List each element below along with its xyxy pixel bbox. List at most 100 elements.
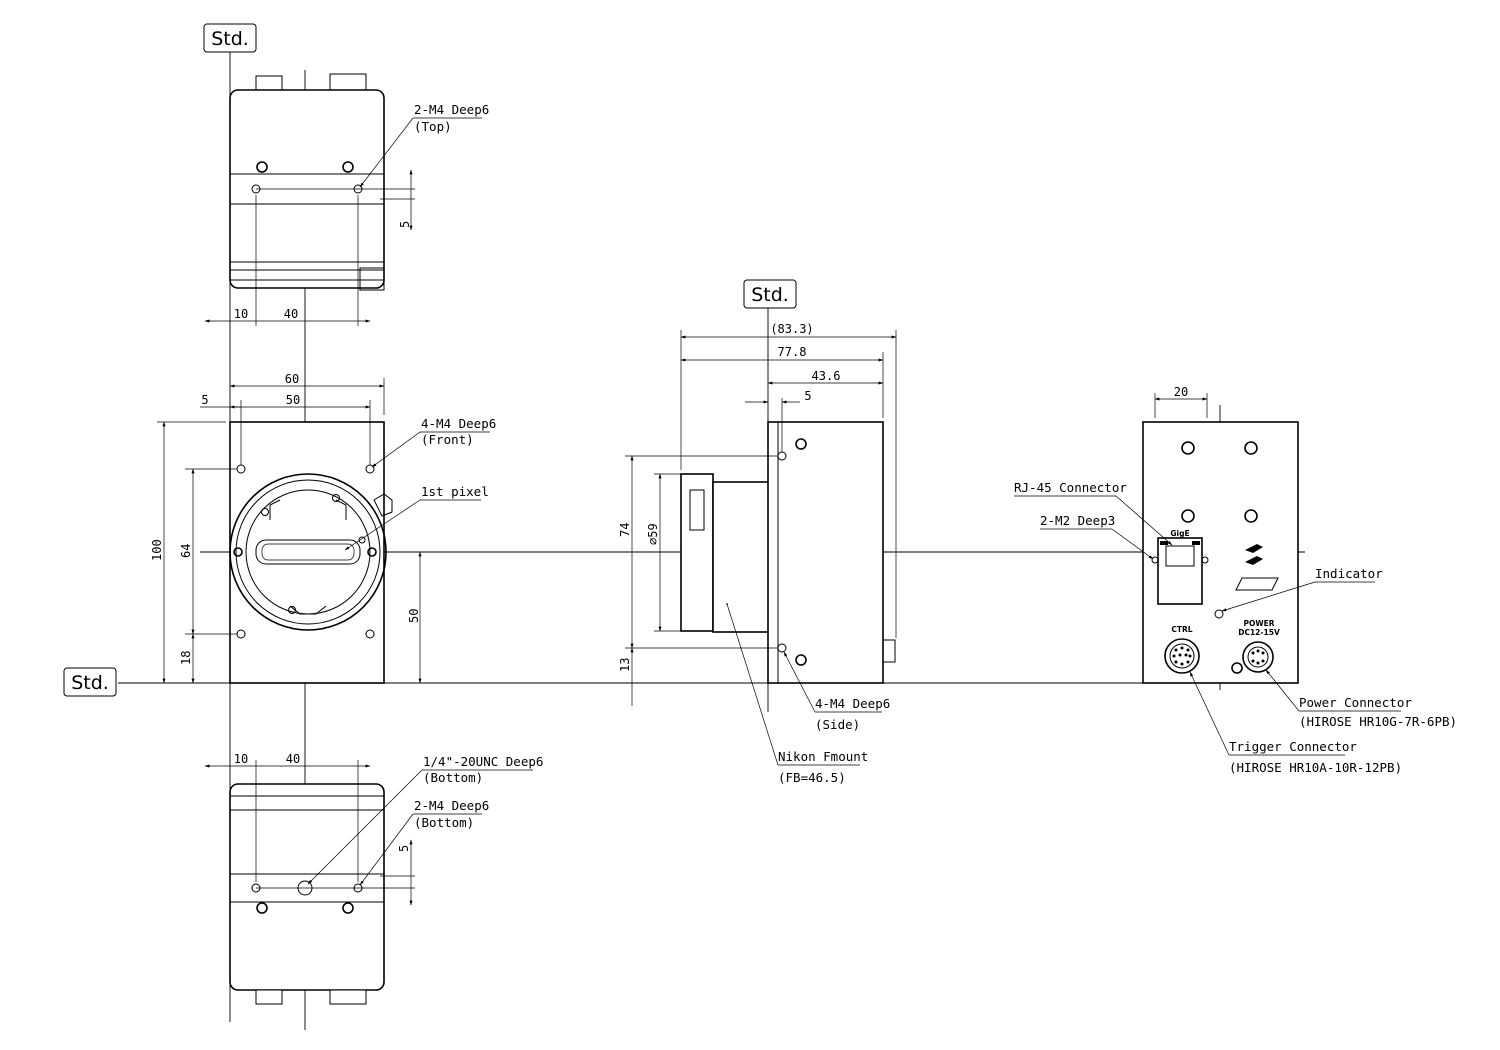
dim-5: 5 (398, 221, 412, 228)
screw-icon (233, 547, 243, 557)
brand-logo-icon (1245, 544, 1263, 565)
screw-icon (367, 547, 377, 557)
rj45-led-icon (1160, 541, 1168, 545)
front-latch (373, 493, 393, 517)
m2-hole-icon (1151, 556, 1159, 564)
dim-50-vertical: 50 (407, 609, 421, 623)
callout-trigger-connector: Trigger Connector (1229, 739, 1357, 754)
dim-100: 100 (150, 539, 164, 561)
front-view: 60 50 5 100 64 18 50 4-M4 Deep6 (Front) … (150, 372, 496, 684)
callout-nikon-mount: Nikon Fmount (778, 749, 868, 764)
bottom-connector-right (329, 989, 367, 1005)
callout-front-holes: 4-M4 Deep6 (421, 416, 496, 431)
trigger-connector-icon (1164, 638, 1200, 674)
dim-83-3: (83.3) (770, 322, 813, 336)
dim-40: 40 (286, 752, 300, 766)
dim-10: 10 (234, 752, 248, 766)
side-connector (882, 639, 896, 663)
screw-icon (1181, 441, 1195, 455)
dim-18: 18 (179, 651, 193, 665)
screw-icon (342, 902, 354, 914)
dim-77-8: 77.8 (778, 345, 807, 359)
callout-trigger-connector-sub: (HIROSE HR10A-10R-12PB) (1229, 760, 1402, 775)
gige-label: GigE (1170, 529, 1189, 538)
dim-60: 60 (285, 372, 299, 386)
dim-diameter-59: ⌀59 (646, 523, 660, 545)
callout-m2-holes: 2-M2 Deep3 (1040, 513, 1115, 528)
std-tag-text: Std. (751, 284, 789, 306)
rj45-socket-icon (1165, 545, 1195, 567)
callout-tripod-hole-sub: (Bottom) (423, 770, 483, 785)
dim-5: 5 (397, 845, 411, 852)
top-connector-right (329, 73, 367, 91)
dim-50: 50 (286, 393, 300, 407)
rj45-led-icon (1192, 541, 1200, 545)
dim-43-6: 43.6 (812, 369, 841, 383)
screw-icon (1181, 509, 1195, 523)
screw-icon (795, 654, 807, 666)
dim-13: 13 (618, 658, 632, 672)
callout-indicator: Indicator (1315, 566, 1383, 581)
brand-logo-badge (1235, 577, 1279, 591)
callout-front-holes-sub: (Front) (421, 432, 474, 447)
std-tag-side: Std. (743, 279, 797, 309)
sensor-window (255, 539, 361, 565)
power-label: POWER (1243, 619, 1274, 628)
screw-icon (1231, 662, 1243, 674)
std-tag-top: Std. (203, 23, 257, 53)
callout-top-holes-sub: (Top) (414, 119, 452, 134)
front-body (229, 421, 385, 684)
first-pixel-marker (358, 536, 366, 544)
indicator-led-icon (1214, 609, 1224, 619)
callout-side-holes-sub: (Side) (815, 717, 860, 732)
bottom-view: 10 40 5 1/4"-20UNC Deep6 (Bottom) 2-M4 D… (204, 752, 543, 1005)
lens-mount-barrel (712, 481, 770, 633)
mount-screw-icon (332, 494, 340, 502)
power-connector-icon (1242, 641, 1274, 673)
callout-bottom-holes-sub: (Bottom) (414, 815, 474, 830)
m2-hole-icon (1201, 556, 1209, 564)
top-view: 10 40 5 2-M4 Deep6 (Top) (204, 73, 489, 326)
mount-screw-icon (261, 508, 269, 516)
dim-5-front: 5 (201, 393, 208, 407)
lens-mount-ring (235, 479, 381, 625)
callout-nikon-mount-sub: (FB=46.5) (778, 770, 846, 785)
lens-mount-flange (680, 473, 714, 632)
screw-icon (342, 161, 354, 173)
mount-screw-icon (288, 606, 296, 614)
std-tag-text: Std. (71, 672, 109, 694)
bottom-body (229, 783, 385, 991)
callout-power-connector-sub: (HIROSE HR10G-7R-6PB) (1299, 714, 1457, 729)
top-latch (359, 267, 385, 291)
callout-power-connector: Power Connector (1299, 695, 1412, 710)
screw-icon (1244, 509, 1258, 523)
screw-icon (795, 438, 807, 450)
side-body (767, 421, 884, 684)
dim-10: 10 (234, 307, 248, 321)
callout-tripod-hole: 1/4"-20UNC Deep6 (423, 754, 543, 769)
rear-view: GigE CTRL POWER DC12-15V 20 RJ-45 Connec (1014, 385, 1457, 775)
std-tag-text: Std. (211, 28, 249, 50)
mount-hole-icon (365, 629, 375, 639)
dim-40: 40 (284, 307, 298, 321)
callout-top-holes: 2-M4 Deep6 (414, 102, 489, 117)
callout-bottom-holes: 2-M4 Deep6 (414, 798, 489, 813)
std-tag-left: Std. (63, 667, 117, 697)
dim-5-side: 5 (804, 389, 811, 403)
callout-rj45: RJ-45 Connector (1014, 480, 1127, 495)
screw-icon (1244, 441, 1258, 455)
ctrl-label: CTRL (1171, 625, 1192, 634)
dim-74: 74 (618, 523, 632, 537)
screw-icon (256, 902, 268, 914)
dim-20: 20 (1174, 385, 1188, 399)
mount-latch (689, 489, 705, 531)
power-spec-label: DC12-15V (1238, 628, 1280, 637)
rj45-port (1157, 537, 1203, 605)
bottom-connector-left (255, 989, 283, 1005)
screw-icon (256, 161, 268, 173)
callout-first-pixel: 1st pixel (421, 484, 489, 499)
lens-mount-outer (229, 473, 387, 631)
callout-side-holes: 4-M4 Deep6 (815, 696, 890, 711)
side-view: (83.3) 77.8 43.6 5 74 ⌀59 13 4-M4 Deep6 … (618, 322, 897, 785)
